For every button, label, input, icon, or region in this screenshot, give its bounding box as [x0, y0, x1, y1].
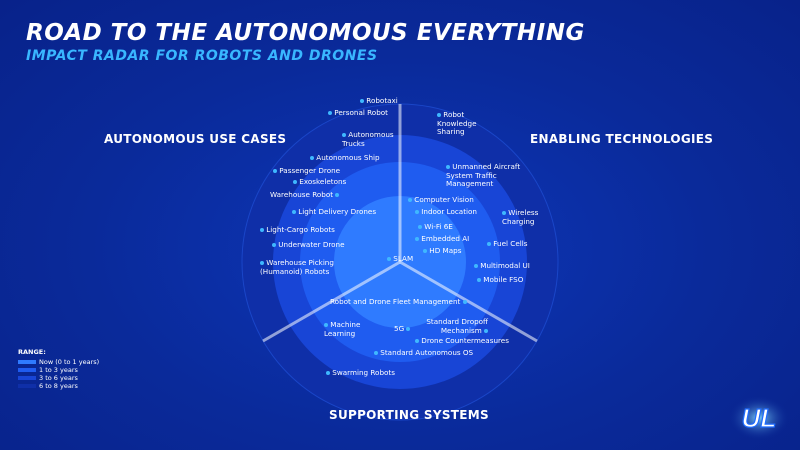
marker-dot	[260, 228, 264, 232]
marker-dot	[487, 242, 491, 246]
item-personal-robot: Personal Robot	[328, 108, 388, 118]
item-mobile-fso: Mobile FSO	[477, 275, 523, 285]
marker-dot	[260, 261, 264, 265]
divider-left	[262, 260, 401, 343]
section-autonomous-use-cases: AUTONOMOUS USE CASES	[104, 132, 287, 146]
marker-dot	[272, 243, 276, 247]
marker-dot	[335, 193, 340, 197]
marker-dot	[326, 371, 330, 375]
item-warehouse-picking-robots: Warehouse Picking (Humanoid) Robots	[260, 258, 334, 276]
page-title: ROAD TO THE AUTONOMOUS EVERYTHING	[26, 20, 585, 46]
marker-dot	[446, 165, 450, 169]
marker-dot	[423, 249, 427, 253]
legend-title: RANGE:	[18, 348, 46, 356]
marker-dot	[406, 327, 411, 331]
page-subtitle: IMPACT RADAR FOR ROBOTS AND DRONES	[26, 48, 378, 64]
item-fleet-management: Robot and Drone Fleet Management	[330, 297, 467, 307]
marker-dot	[292, 210, 296, 214]
svg-text:UL: UL	[742, 403, 777, 433]
marker-dot	[324, 323, 328, 327]
marker-dot	[415, 210, 419, 214]
item-fuel-cells: Fuel Cells	[487, 239, 527, 249]
marker-dot	[484, 328, 488, 333]
marker-dot	[328, 111, 332, 115]
item-embedded-ai: Embedded AI	[415, 234, 469, 244]
marker-dot	[418, 225, 422, 229]
ul-logo: UL	[729, 396, 789, 440]
item-standard-dropoff: Standard Dropoff Mechanism	[426, 317, 488, 335]
item-swarming-robots: Swarming Robots	[326, 368, 395, 378]
item-computer-vision: Computer Vision	[408, 195, 474, 205]
item-5g: 5G	[394, 324, 411, 334]
item-passenger-drone: Passenger Drone	[273, 166, 340, 176]
marker-dot	[342, 133, 346, 137]
legend-entry: 6 to 8 years	[18, 382, 99, 390]
legend-swatch	[18, 368, 36, 372]
item-drone-countermeasures: Drone Countermeasures	[415, 336, 509, 346]
item-autonomous-ship: Autonomous Ship	[310, 153, 380, 163]
marker-dot	[374, 351, 378, 355]
legend-entry: 3 to 6 years	[18, 374, 99, 382]
item-indoor-location: Indoor Location	[415, 207, 477, 217]
item-wifi-6e: Wi-Fi 6E	[418, 222, 453, 232]
section-enabling-technologies: ENABLING TECHNOLOGIES	[530, 132, 714, 146]
marker-dot	[437, 113, 441, 117]
marker-dot	[293, 180, 297, 184]
item-warehouse-robot: Warehouse Robot	[270, 190, 340, 200]
section-supporting-systems: SUPPORTING SYSTEMS	[329, 408, 489, 422]
item-standard-autonomous-os: Standard Autonomous OS	[374, 348, 473, 358]
item-exoskeletons: Exoskeletons	[293, 177, 346, 187]
range-legend: RANGE: Now (0 to 1 years) 1 to 3 years 3…	[18, 348, 99, 390]
item-slam: SLAM	[387, 254, 413, 264]
item-light-cargo-robots: Light-Cargo Robots	[260, 225, 335, 235]
legend-entry: Now (0 to 1 years)	[18, 358, 99, 366]
marker-dot	[477, 278, 481, 282]
marker-dot	[360, 99, 364, 103]
divider-right	[399, 260, 538, 343]
marker-dot	[387, 257, 391, 261]
legend-swatch	[18, 384, 36, 388]
item-autonomous-trucks: Autonomous Trucks	[342, 130, 394, 148]
marker-dot	[474, 264, 478, 268]
marker-dot	[408, 198, 412, 202]
item-hd-maps: HD Maps	[423, 246, 461, 256]
item-robot-knowledge-sharing: Robot Knowledge Sharing	[437, 110, 477, 137]
item-underwater-drone: Underwater Drone	[272, 240, 345, 250]
item-machine-learning: Machine Learning	[324, 320, 361, 338]
marker-dot	[462, 300, 467, 304]
item-light-delivery-drones: Light Delivery Drones	[292, 207, 376, 217]
legend-swatch	[18, 360, 36, 364]
item-multimodal-ui: Multimodal UI	[474, 261, 530, 271]
marker-dot	[502, 211, 506, 215]
legend-swatch	[18, 376, 36, 380]
item-wireless-charging: Wireless Charging	[502, 208, 539, 226]
marker-dot	[310, 156, 314, 160]
marker-dot	[415, 339, 419, 343]
item-utm: Unmanned Aircraft System Traffic Managem…	[446, 162, 521, 189]
marker-dot	[273, 169, 277, 173]
legend-entry: 1 to 3 years	[18, 366, 99, 374]
item-robotaxi: Robotaxi	[360, 96, 398, 106]
marker-dot	[415, 237, 419, 241]
